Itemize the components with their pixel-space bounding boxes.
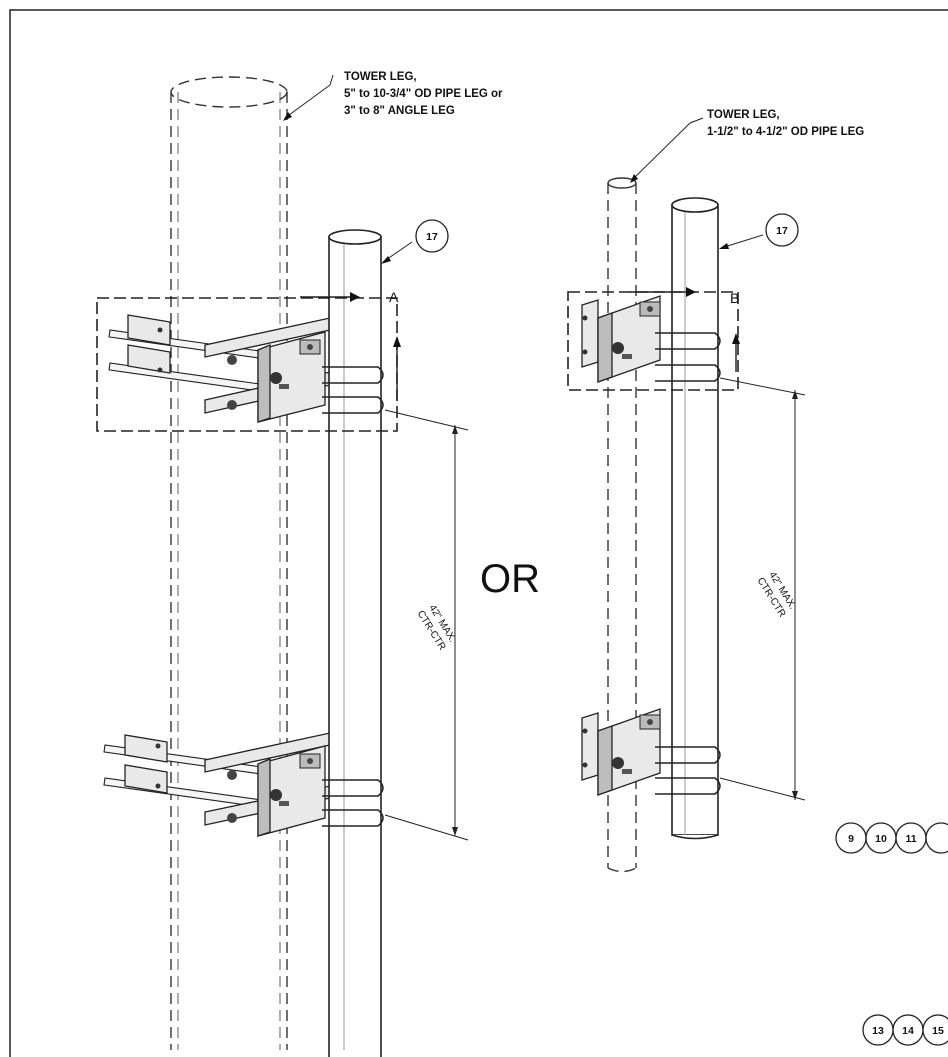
bracket-lower-right bbox=[581, 708, 661, 796]
callout-15: 15 bbox=[932, 1025, 944, 1037]
mounting-pipe-right bbox=[671, 197, 719, 840]
callout-10: 10 bbox=[875, 833, 887, 845]
hardware-callouts-row1: 9 10 11 bbox=[835, 822, 948, 854]
callout-17-right: 17 bbox=[719, 213, 799, 249]
detail-label-a: A bbox=[389, 289, 399, 305]
label-tower-leg-large-line1: TOWER LEG, bbox=[344, 71, 417, 83]
callout-17-left: 17 bbox=[381, 219, 449, 264]
bracket-lower-left bbox=[103, 732, 331, 837]
tower-leg-large bbox=[170, 76, 288, 1050]
bracket-upper-right bbox=[581, 295, 661, 383]
dimension-text-right: 42" MAX. CTR-CTR bbox=[755, 570, 798, 619]
mounting-pipe-left bbox=[328, 229, 382, 1057]
label-tower-leg-small-line1: TOWER LEG, bbox=[707, 109, 780, 121]
or-label: OR bbox=[480, 557, 540, 601]
hardware-callouts-row2: 13 14 15 bbox=[862, 1014, 948, 1046]
dimension-right bbox=[719, 377, 806, 801]
dimension-text-left: 42" MAX. CTR-CTR bbox=[415, 603, 458, 652]
u-bolts-upper-right bbox=[655, 332, 721, 382]
callout-17-left-number: 17 bbox=[426, 231, 438, 243]
u-bolts-lower-right bbox=[655, 746, 721, 795]
bracket-upper-left bbox=[108, 314, 331, 423]
callout-17-right-number: 17 bbox=[776, 225, 788, 237]
dimension-left bbox=[384, 409, 469, 841]
callout-9: 9 bbox=[848, 833, 854, 845]
detail-arrow-b bbox=[630, 287, 740, 372]
right-assembly: B 17 TOWER LEG, 1-1/2" to 4-1/2" OD PIPE… bbox=[567, 109, 864, 873]
label-tower-leg-large-line2: 5" to 10-3/4" OD PIPE LEG or bbox=[344, 88, 503, 100]
callout-14: 14 bbox=[902, 1025, 914, 1037]
leader-tower-leg-small bbox=[630, 117, 704, 183]
u-bolts-upper-left bbox=[322, 366, 384, 414]
u-bolts-lower-left bbox=[322, 779, 384, 827]
detail-label-b: B bbox=[730, 290, 739, 306]
callout-11: 11 bbox=[905, 833, 916, 845]
label-tower-leg-small-line2: 1-1/2" to 4-1/2" OD PIPE LEG bbox=[707, 126, 864, 138]
label-tower-leg-large-line3: 3" to 8" ANGLE LEG bbox=[344, 105, 455, 117]
callout-13: 13 bbox=[872, 1025, 884, 1037]
left-assembly: A 17 TOWER LEG, 5" to 10-3/4" OD PIPE LE… bbox=[96, 71, 503, 1057]
detail-arrow-a bbox=[300, 292, 401, 400]
leader-tower-leg-large bbox=[283, 74, 334, 121]
drawing-frame bbox=[9, 9, 948, 1057]
